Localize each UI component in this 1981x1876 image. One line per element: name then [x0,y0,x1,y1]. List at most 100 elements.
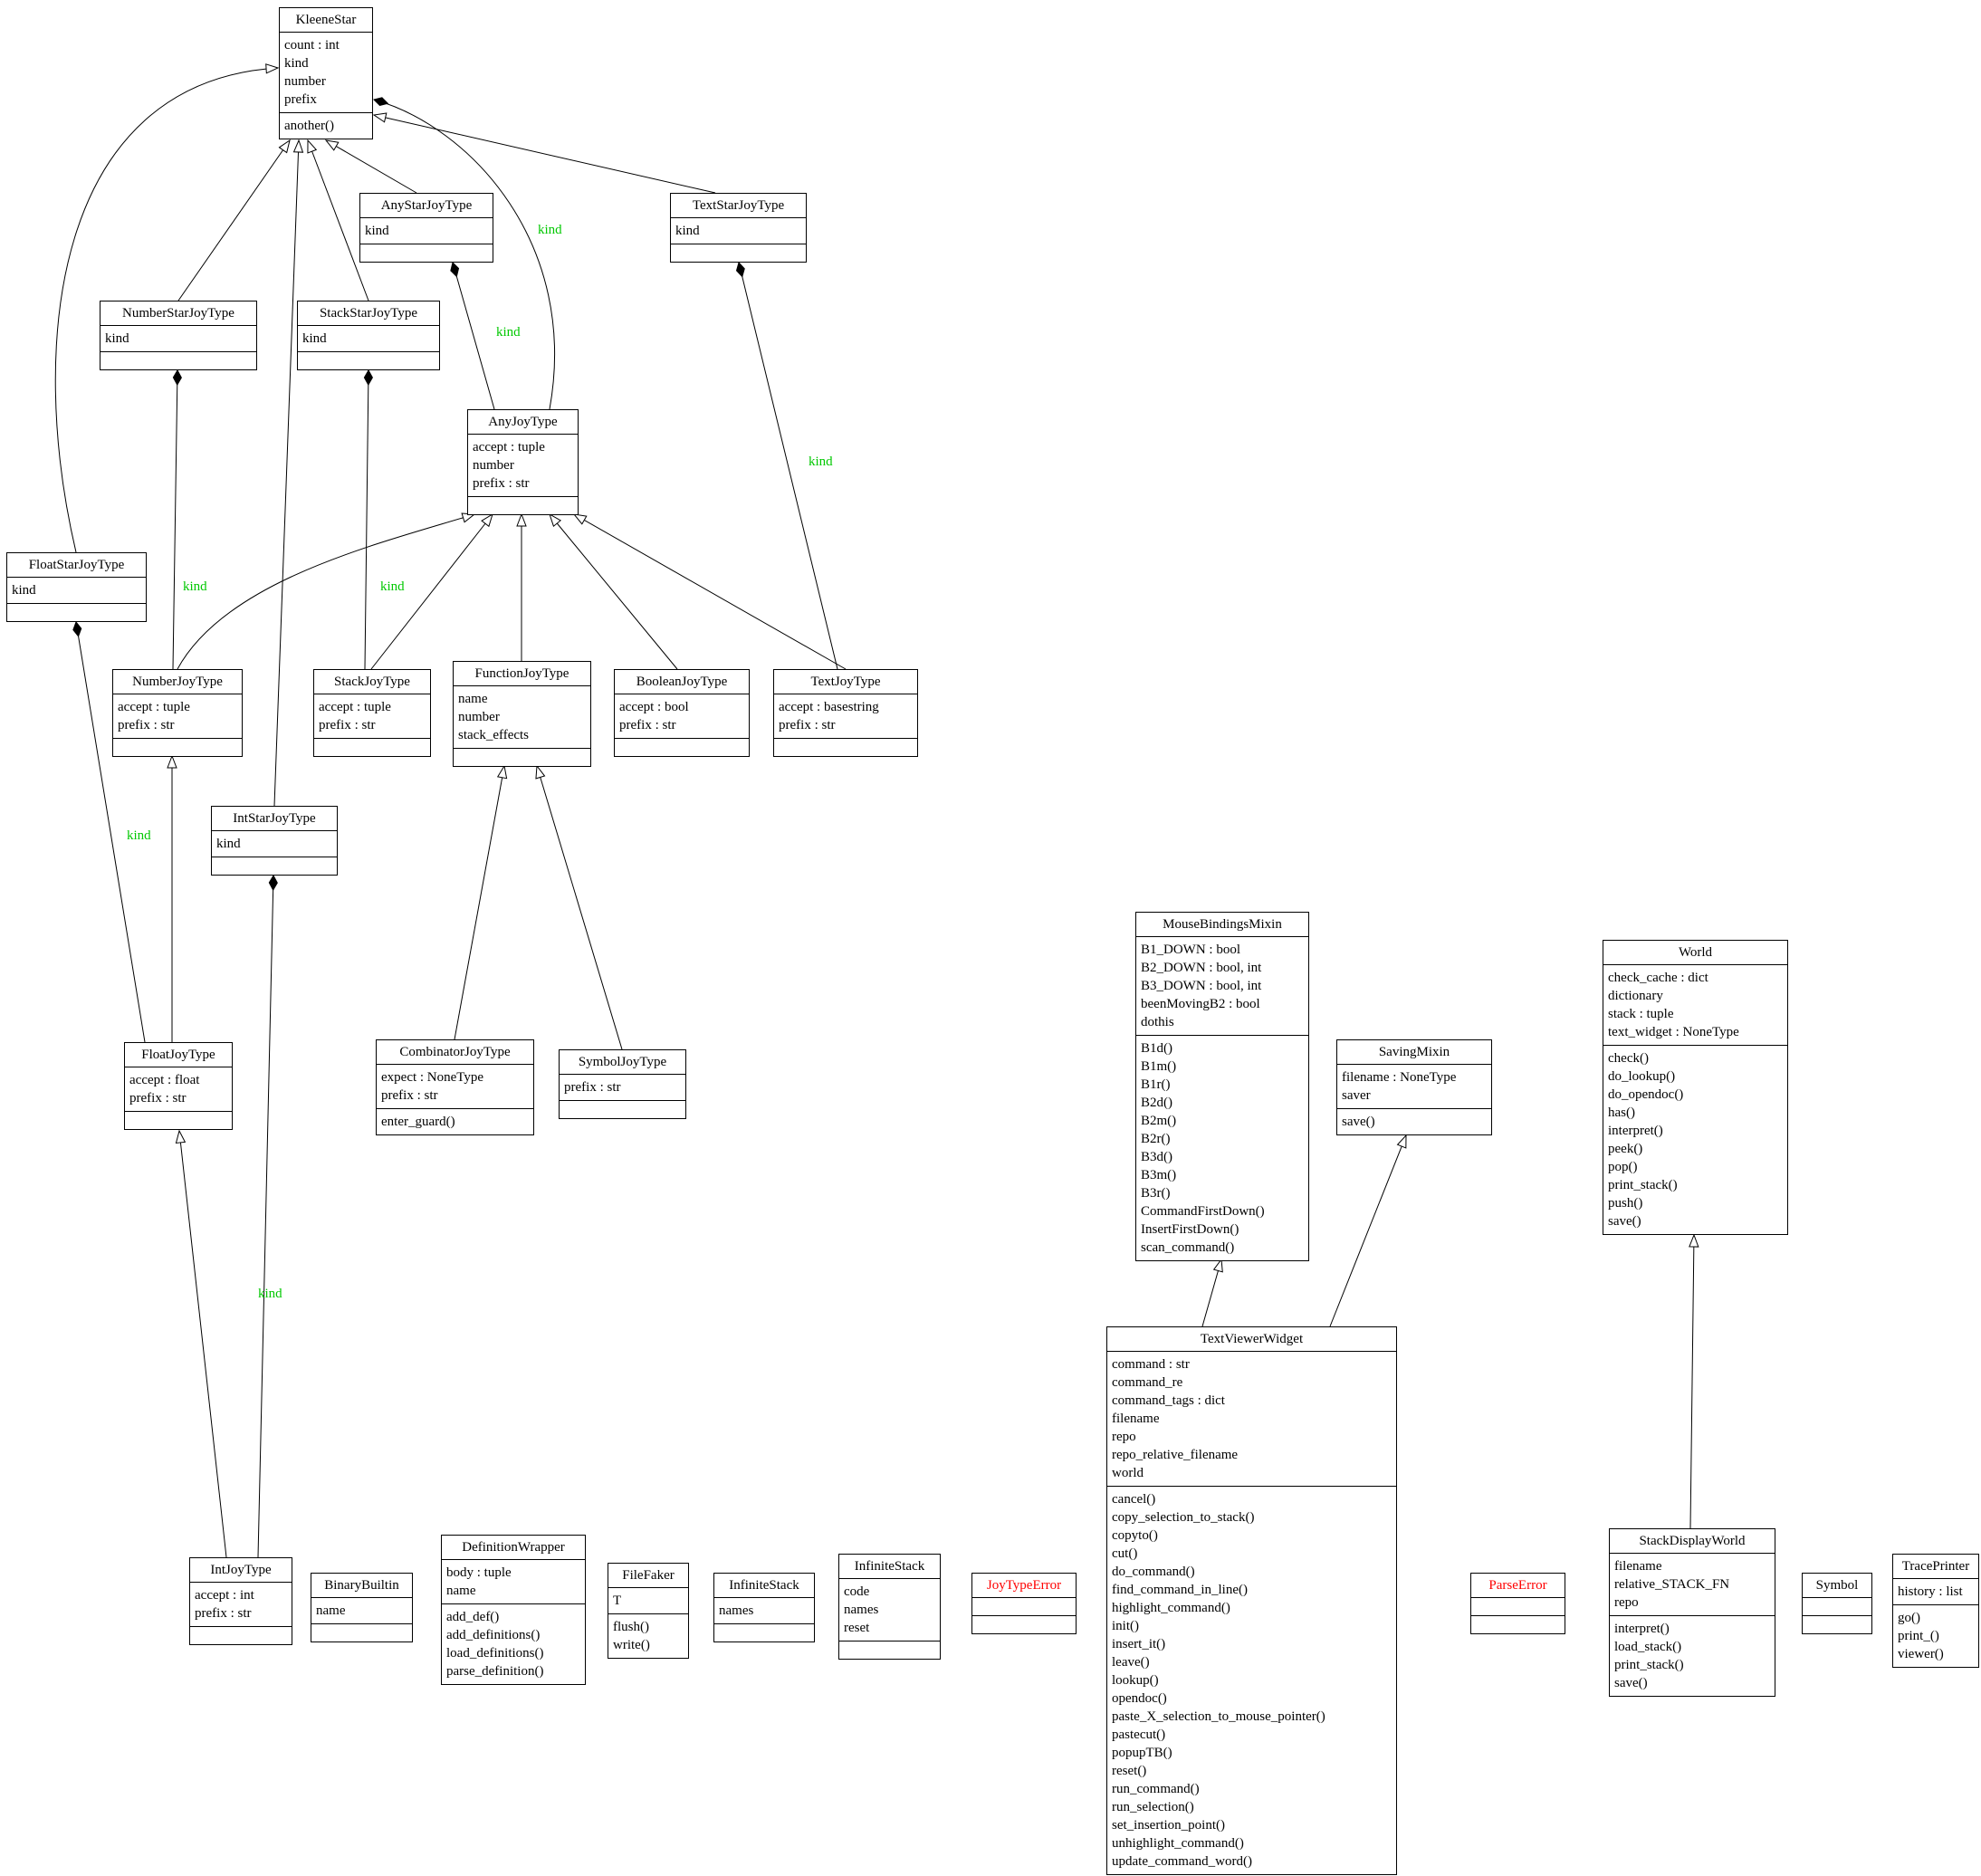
method: check() [1608,1051,1649,1066]
method: cut() [1112,1546,1138,1561]
class-name: StackDisplayWorld [1639,1534,1746,1548]
method: find_command_in_line() [1112,1583,1248,1597]
attribute: filename [1112,1412,1160,1426]
method: save() [1608,1214,1641,1229]
attributes-compartment [972,1597,1076,1615]
method: unhighlight_command() [1112,1836,1244,1851]
attribute: B2_DOWN : bool, int [1141,961,1262,975]
method: print_stack() [1614,1658,1684,1672]
methods-compartment [190,1626,292,1644]
methods-compartment [671,244,806,262]
method: B2d() [1141,1096,1172,1110]
attribute: command_re [1112,1375,1183,1390]
class-name: DefinitionWrapper [462,1540,565,1555]
methods-compartment [714,1623,814,1642]
class-name: StackStarJoyType [319,306,418,321]
attribute: B1_DOWN : bool [1141,943,1240,957]
edge-IntJoyType-kind-of-IntStarJoyType [257,876,273,1558]
method: pastecut() [1112,1728,1166,1742]
attribute: relative_STACK_FN [1614,1577,1730,1592]
attribute: kind [675,224,700,238]
attribute: names [844,1603,879,1617]
attributes-compartment: accept : float prefix : str [125,1067,232,1111]
attributes-compartment: kind [7,577,146,603]
methods-compartment: enter_guard() [377,1108,533,1134]
attributes-compartment: kind [298,325,439,351]
edge-NumberStarJoyType-extends-KleeneStar [177,139,291,302]
methods-compartment [7,603,146,621]
class-name: AnyStarJoyType [380,198,473,213]
methods-compartment: interpret()load_stack()print_stack()save… [1610,1615,1775,1696]
attribute: number [473,458,514,473]
attribute: B3_DOWN : bool, int [1141,979,1262,993]
attribute: kind [105,331,129,346]
edge-label-kind: kind [380,579,405,594]
attribute: repo_relative_filename [1112,1448,1239,1462]
method: B1r() [1141,1077,1171,1092]
methods-compartment: add_def()add_definitions()load_definitio… [442,1603,585,1684]
methods-compartment [454,748,590,766]
methods-compartment [314,738,430,756]
method: save() [1342,1115,1375,1129]
method: push() [1608,1196,1643,1211]
attribute: prefix : str [473,476,530,491]
attributes-compartment: kind [212,830,337,857]
method: load_definitions() [446,1646,544,1661]
edge-StackDisplayWorld-extends-World [1689,1233,1699,1529]
edge-label-kind: kind [538,223,562,237]
method: B2m() [1141,1114,1177,1128]
class-StackStarJoyType: StackStarJoyType kind [297,301,440,370]
method: B1d() [1141,1041,1172,1056]
attribute: kind [365,224,389,238]
attribute: prefix : str [129,1091,187,1106]
attribute: T [613,1594,622,1608]
methods-compartment [311,1623,412,1642]
attribute: accept : tuple [118,700,190,714]
attribute: reset [844,1621,870,1635]
method: B3r() [1141,1186,1171,1201]
method: update_command_word() [1112,1854,1252,1869]
methods-compartment [360,244,493,262]
class-name: FileFaker [622,1568,675,1583]
class-name: World [1678,945,1713,960]
method: paste_X_selection_to_mouse_pointer() [1112,1709,1325,1724]
methods-compartment [774,738,917,756]
attribute: dictionary [1608,989,1663,1003]
edge-AnyStarJoyType-extends-KleeneStar [324,139,417,194]
attributes-compartment: kind [671,217,806,244]
attribute: accept : float [129,1073,200,1087]
methods-compartment [560,1100,685,1118]
methods-compartment [1803,1615,1871,1633]
attribute: accept : basestring [779,700,879,714]
attribute: number [284,74,326,89]
class-name: SymbolJoyType [578,1055,667,1069]
methods-compartment: go()print_()viewer() [1893,1604,1978,1667]
method: set_insertion_point() [1112,1818,1225,1833]
edge-IntJoyType-extends-FloatJoyType [175,1129,227,1558]
class-name: AnyJoyType [488,415,558,429]
attribute: command_tags : dict [1112,1393,1225,1408]
methods-compartment [298,351,439,369]
methods-compartment [615,738,749,756]
class-name: InfiniteStack [729,1578,799,1593]
class-name: InfiniteStack [854,1559,925,1574]
method: do_command() [1112,1565,1195,1579]
class-name: StackJoyType [334,675,410,689]
method: enter_guard() [381,1115,455,1129]
class-ParseError: ParseError [1470,1573,1565,1634]
class-name: KleeneStar [295,13,357,27]
attributes-compartment: history : list [1893,1578,1978,1604]
